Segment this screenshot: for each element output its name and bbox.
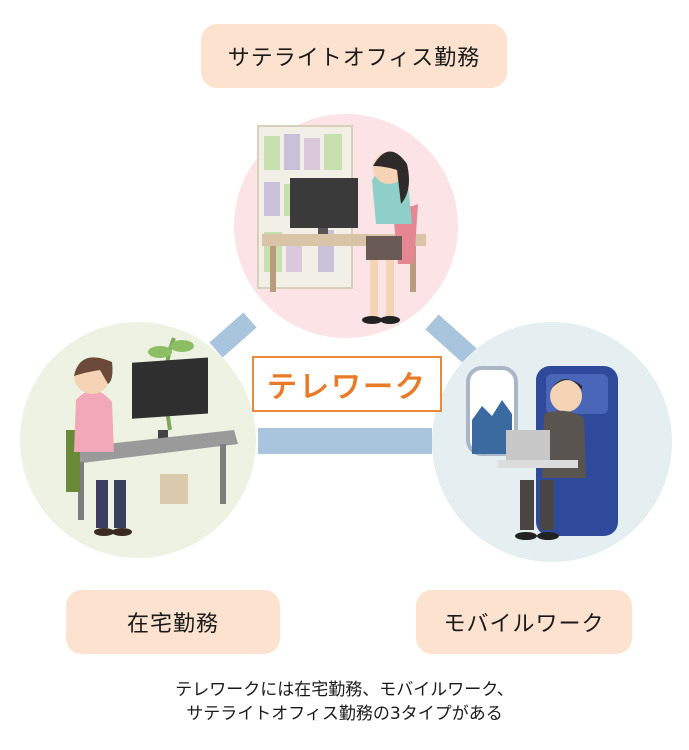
home-work-label: 在宅勤務 [66, 590, 280, 654]
caption-line-2: サテライトオフィス勤務の3タイプがある [0, 702, 689, 726]
satellite-office-label: サテライトオフィス勤務 [201, 24, 507, 88]
caption-line-1: テレワークには在宅勤務、モバイルワーク、 [0, 678, 689, 702]
caption: テレワークには在宅勤務、モバイルワーク、 サテライトオフィス勤務の3タイプがある [0, 678, 689, 726]
connector-top-left [216, 320, 250, 350]
connector-top-right [432, 322, 470, 356]
center-label-telework: テレワーク [252, 356, 442, 412]
mobile-work-label: モバイルワーク [416, 590, 632, 654]
